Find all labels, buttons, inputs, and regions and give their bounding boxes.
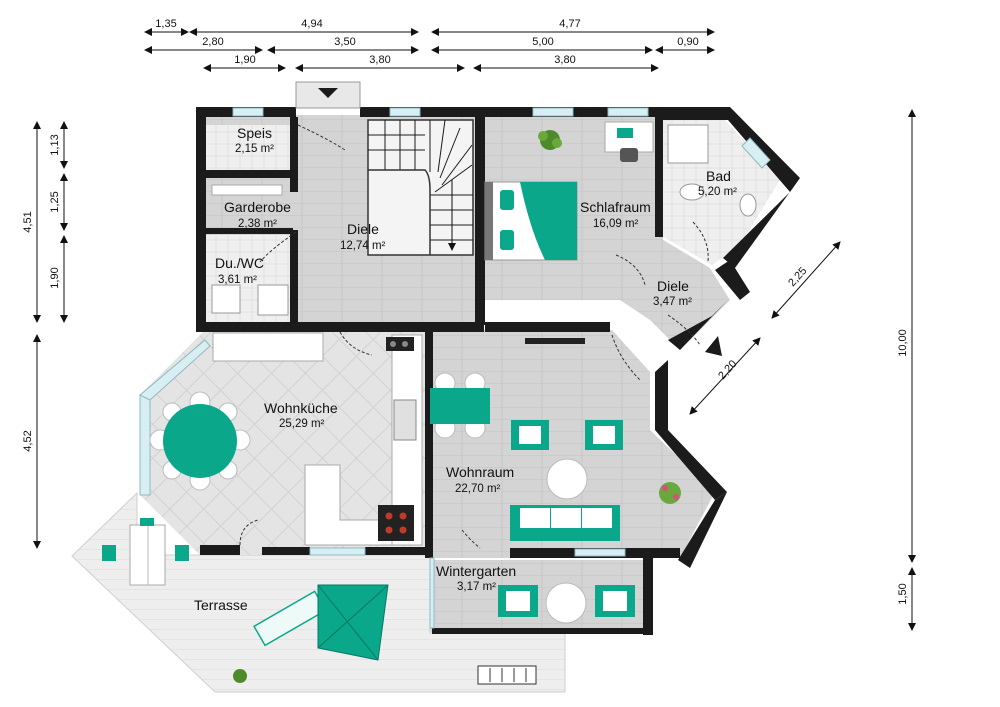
dim-top2-b: 3,50 [334,36,355,48]
windows [139,107,771,629]
room-labels: Speis 2,15 m² Garderobe 2,38 m² Du./WC 3… [194,125,737,613]
room-area-wohnraum: 22,70 m² [455,483,501,495]
dim-left-large-b: 4,52 [22,430,34,451]
room-name-bad: Bad [706,168,731,184]
dim-top3-a: 1,90 [234,54,255,66]
dim-left-small-c: 1,90 [49,267,61,288]
room-area-diele-main: 12,74 m² [340,240,386,252]
dim-top3-b: 3,80 [369,54,390,66]
dim-top2-a: 2,80 [202,36,223,48]
room-name-wintergarten: Wintergarten [436,563,516,579]
room-name-garderobe: Garderobe [224,199,291,215]
dim-left-small-b: 1,25 [49,191,61,212]
entrance-canopy [295,81,361,109]
terrace-furniture [102,518,537,685]
staircase [367,119,474,256]
bathroom-fixtures [211,124,757,316]
dim-right-a: 10,00 [897,329,909,357]
dim-top1-c: 4,77 [559,18,580,30]
bedroom-desk [604,121,654,162]
dining-table-round [149,391,251,491]
double-bed [484,181,578,261]
room-area-schlafraum: 16,09 m² [593,218,639,230]
entrance-arrow-icon [705,336,722,356]
room-name-du-wc: Du./WC [215,255,264,271]
room-name-wohnkueche: Wohnküche [264,400,338,416]
room-name-schlafraum: Schlafraum [580,199,651,215]
dim-left-large-a: 4,51 [22,211,34,232]
dim-right-b: 1,50 [897,583,909,604]
room-area-wohnkueche: 25,29 m² [279,418,325,430]
dim-top1-a: 1,35 [155,18,176,30]
room-area-speis: 2,15 m² [235,143,274,155]
room-name-diele-small: Diele [657,278,689,294]
room-name-speis: Speis [237,125,272,141]
dim-top1-b: 4,94 [301,18,322,30]
dim-diag-a: 2,25 [786,265,809,289]
dim-left-small-a: 1,13 [49,134,61,155]
room-area-wintergarten: 3,17 m² [457,581,496,593]
room-name-terrasse: Terrasse [194,597,248,613]
room-name-diele-main: Diele [347,221,379,237]
room-area-diele-small: 3,47 m² [653,296,692,308]
room-area-garderobe: 2,38 m² [238,218,277,230]
room-name-wohnraum: Wohnraum [446,464,514,480]
room-area-du-wc: 3,61 m² [218,274,257,286]
wintergarten-furniture [498,582,635,624]
room-area-bad: 5,20 m² [698,186,737,198]
kitchen-counter [212,332,423,546]
dim-top3-c: 3,80 [554,54,575,66]
living-furniture [430,338,681,541]
dimension-lines [33,28,916,631]
plant-icon [538,130,562,150]
dim-top2-d: 0,90 [677,36,698,48]
dim-top2-c: 5,00 [532,36,553,48]
dim-diag-b: 2,20 [716,358,739,382]
